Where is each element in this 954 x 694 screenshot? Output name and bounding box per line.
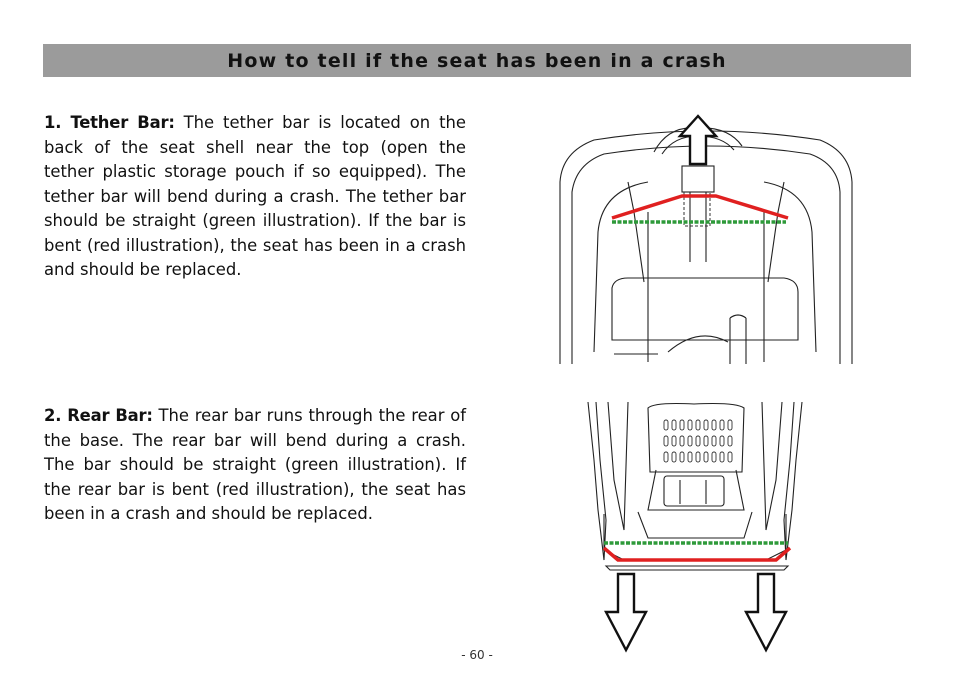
seat-shell-contour bbox=[767, 181, 785, 283]
base-compartment-dividers bbox=[679, 480, 707, 504]
seat-shell-contour bbox=[627, 181, 645, 283]
tether-bar-paragraph: 1. Tether Bar: The tether bar is located… bbox=[44, 111, 466, 283]
tether-anchor-hidden bbox=[683, 192, 711, 227]
base-bottom-edge bbox=[604, 565, 790, 571]
rear-bar-illustration bbox=[587, 401, 803, 653]
bent-rear-bar bbox=[602, 546, 792, 562]
rear-bar-label: 2. Rear Bar: bbox=[44, 406, 153, 425]
arrow-down-icon bbox=[744, 572, 788, 653]
base-side-left bbox=[587, 401, 607, 561]
base-side-left-inner bbox=[607, 401, 629, 531]
rear-bar-text: The rear bar runs through the rear of th… bbox=[44, 406, 467, 523]
rear-bar-paragraph: 2. Rear Bar: The rear bar runs through t… bbox=[44, 404, 466, 527]
pouch-strap bbox=[729, 314, 747, 364]
base-frame bbox=[603, 514, 787, 561]
base-basket-lower bbox=[647, 469, 745, 511]
arrow-up-icon bbox=[677, 114, 719, 166]
base-side-right bbox=[783, 401, 803, 561]
storage-pouch bbox=[611, 277, 799, 341]
base-compartment bbox=[663, 475, 725, 507]
basket-vent-slots bbox=[663, 419, 733, 463]
arrow-down-icon bbox=[604, 572, 648, 653]
page-number: - 60 - bbox=[461, 648, 493, 662]
tether-bar-illustration bbox=[559, 114, 853, 364]
tether-bar-label: 1. Tether Bar: bbox=[44, 113, 175, 132]
base-frame-inner bbox=[637, 511, 753, 539]
header-bar: How to tell if the seat has been in a cr… bbox=[43, 44, 911, 77]
bent-tether-bar bbox=[611, 194, 789, 220]
base-basket bbox=[647, 402, 745, 473]
seat-shell-contour-right bbox=[763, 181, 817, 353]
tether-strap bbox=[681, 165, 715, 193]
seat-shell-contour bbox=[647, 212, 765, 362]
seat-shell-contour bbox=[667, 335, 729, 353]
tether-bar-text: The tether bar is located on the back of… bbox=[44, 113, 466, 279]
seat-shell-contour-left bbox=[593, 181, 649, 353]
base-side-right-inner bbox=[761, 401, 783, 531]
page-title: How to tell if the seat has been in a cr… bbox=[227, 49, 727, 72]
tether-strap-lines bbox=[689, 192, 707, 262]
